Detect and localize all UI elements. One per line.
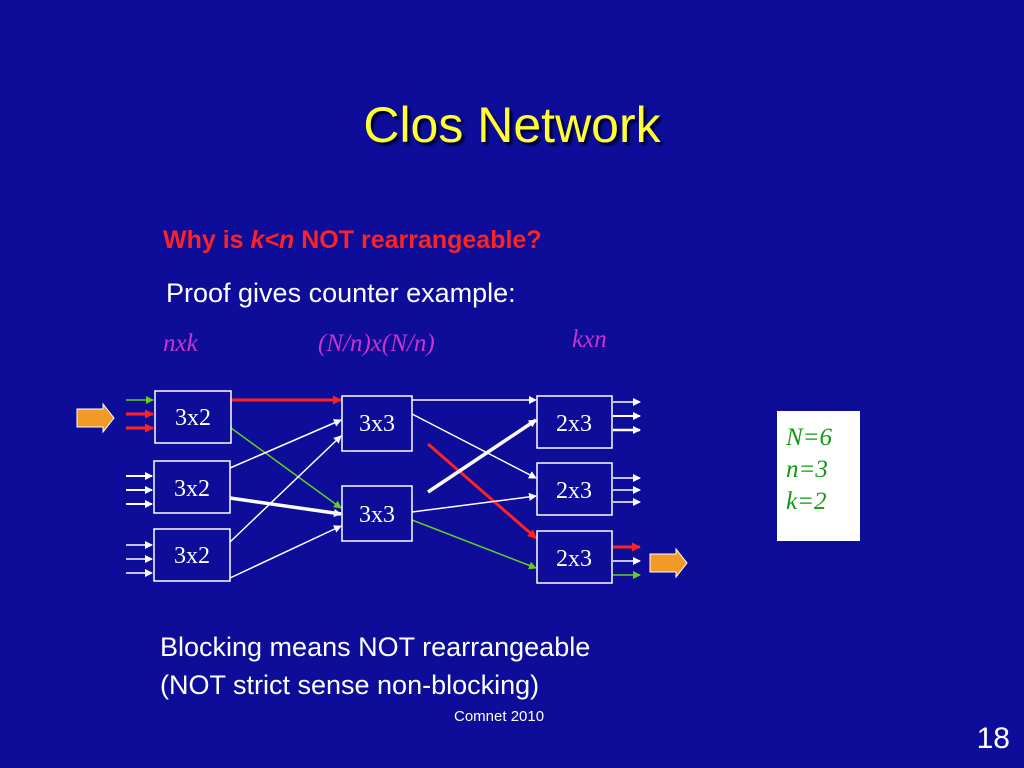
egress-switch-3: 2x3 (536, 530, 613, 584)
conclusion-line-2: (NOT strict sense non-blocking) (160, 670, 540, 700)
link-in3-mid2 (229, 525, 342, 579)
slide-title: Clos Network (363, 97, 661, 153)
egress-stage-label: kxn (572, 326, 607, 353)
ingress-switch-3: 3x2 (153, 528, 231, 582)
ingress-switch-2: 3x2 (153, 460, 231, 514)
slide-number: 18 (976, 722, 1010, 755)
link-bold-mid2-out1 (427, 418, 537, 494)
question-part1: Why is (163, 226, 251, 254)
switch-label: 2x3 (556, 411, 592, 437)
ingress-switch-1: 3x2 (154, 390, 232, 444)
switch-label: 3x2 (175, 405, 211, 431)
switch-label: 3x3 (359, 502, 395, 528)
link-bold-in2-mid2 (229, 496, 342, 517)
middle-switch-1: 3x3 (341, 395, 413, 452)
egress-switch-1: 2x3 (536, 395, 613, 449)
parameters-box: N=6 n=3 k=2 (777, 411, 860, 541)
middle-switch-2: 3x3 (341, 485, 413, 542)
param-n: n=3 (786, 456, 828, 483)
middle-stage-label: (N/n)x(N/n) (318, 330, 435, 357)
switch-label: 3x2 (174, 476, 210, 502)
question-heading: Why is k<n NOT rearrangeable? (163, 226, 542, 255)
link-red-mid1-out3 (427, 442, 537, 540)
proof-text: Proof gives counter example: (166, 278, 516, 308)
switch-label: 3x3 (359, 411, 395, 437)
switch-label: 2x3 (556, 478, 592, 504)
link-in2-mid1 (229, 419, 342, 469)
param-N: N=6 (786, 424, 833, 451)
orange-input-arrow (76, 402, 115, 434)
question-condition: k<n (250, 226, 295, 254)
switch-label: 2x3 (556, 546, 592, 572)
link-in3-mid1 (229, 435, 342, 543)
link-green-mid2-out3 (411, 519, 537, 570)
param-k: k=2 (786, 488, 827, 515)
link-green-in1-mid2 (230, 427, 342, 509)
switch-label: 3x2 (174, 543, 210, 569)
footer-text: Comnet 2010 (454, 708, 545, 725)
link-mid1-out2 (411, 413, 537, 479)
question-part3: NOT rearrangeable? (294, 226, 542, 254)
egress-outputs (613, 398, 688, 579)
interstage-links (229, 395, 537, 579)
link-mid2-out2 (411, 492, 537, 513)
conclusion-line-1: Blocking means NOT rearrangeable (160, 632, 591, 662)
ingress-stage-label: nxk (163, 330, 198, 357)
ingress-inputs (76, 396, 154, 577)
egress-switch-2: 2x3 (536, 462, 613, 516)
orange-output-arrow (649, 547, 688, 579)
